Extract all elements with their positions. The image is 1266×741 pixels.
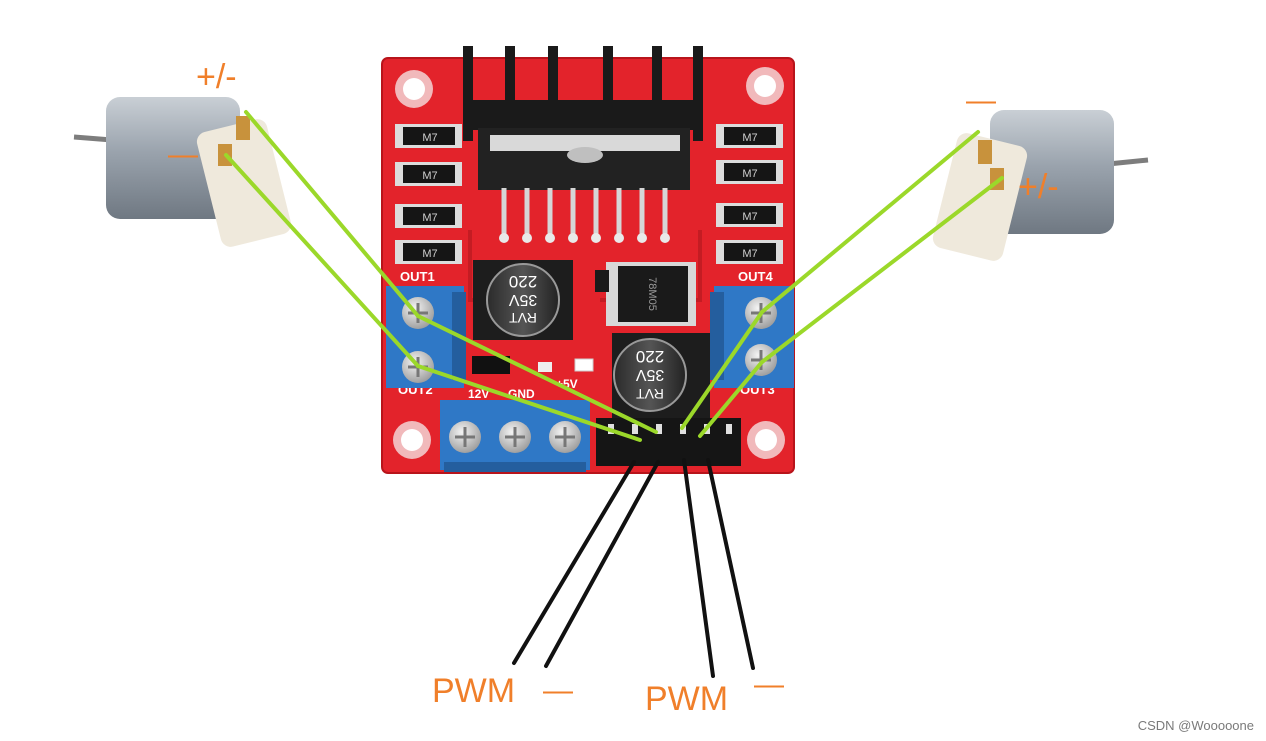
heatsink [463, 46, 703, 190]
control-header [596, 418, 741, 466]
diode-label: M7 [742, 132, 757, 144]
right-motor-bottom-pin-label: +/- [1018, 168, 1059, 206]
diode: M7 [716, 203, 783, 227]
diode-label: M7 [742, 248, 757, 260]
diode-label: M7 [422, 132, 437, 144]
diode-label: M7 [422, 212, 437, 224]
right-motor-top-pin-label: — [966, 84, 996, 117]
left-motor-top-pin-label: +/- [196, 58, 237, 96]
mounting-hole-bottom-left [393, 421, 431, 459]
motor-left [73, 97, 292, 247]
wire-right-motor-top [760, 130, 980, 314]
wire-gnd-b [706, 458, 755, 670]
diode: M7 [395, 204, 462, 228]
motor-body [106, 97, 240, 219]
voltage-regulator: 78M05 [595, 262, 696, 326]
motor-shaft [1107, 157, 1149, 167]
diode-label: M7 [422, 170, 437, 182]
wire-left-motor-bottom [224, 153, 420, 368]
bottom-label-pwm-b: PWM [645, 680, 729, 718]
diodes-right: M7 M7 M7 M7 [716, 124, 783, 264]
mounting-hole-top-right [746, 67, 784, 105]
capacitor-series: RVT [636, 386, 664, 402]
diode-label: M7 [422, 248, 437, 260]
motor-terminal [236, 116, 250, 140]
wire-out2-to-in [416, 364, 642, 442]
diode-label: M7 [742, 168, 757, 180]
wire-pwm-b [682, 458, 715, 678]
motor-terminal [978, 140, 992, 164]
diode: M7 [716, 160, 783, 184]
capacitor-value: 220 [509, 272, 537, 291]
motor-wires [224, 110, 1004, 442]
diode: M7 [395, 240, 462, 264]
bottom-label-gnd-b: — [754, 668, 784, 701]
l298n-chip-pins [501, 188, 668, 238]
wire-pwm-a [512, 460, 636, 665]
wire-out4-to-in [680, 310, 764, 430]
label-out1: OUT1 [400, 269, 435, 284]
jumper [472, 356, 510, 374]
power-terminal-block [440, 400, 590, 472]
control-wires [512, 458, 755, 678]
motor-shaft [73, 134, 113, 143]
bottom-label-pwm-a: PWM [432, 672, 516, 710]
diode: M7 [395, 162, 462, 186]
regulator-text: 78M05 [646, 277, 658, 311]
smd-part [538, 362, 552, 372]
diode: M7 [716, 124, 783, 148]
capacitor-value: 220 [636, 347, 664, 366]
capacitor-series: RVT [509, 310, 537, 326]
smd-part [574, 358, 594, 372]
capacitor-1: RVT 35V 220 [473, 260, 573, 340]
motor-body [990, 110, 1114, 234]
capacitor-voltage: 35V [635, 366, 664, 383]
diode: M7 [395, 124, 462, 148]
diode-label: M7 [742, 211, 757, 223]
wire-out1-to-in [416, 314, 658, 434]
label-12v: 12V [468, 387, 489, 401]
mounting-hole-bottom-right [747, 421, 785, 459]
terminal-block-left [386, 286, 466, 388]
wire-left-motor-top [244, 110, 420, 318]
capacitor-voltage: 35V [508, 291, 537, 308]
diodes-left: M7 M7 M7 M7 [395, 124, 462, 264]
left-motor-bottom-pin-label: — [168, 138, 198, 171]
wire-gnd-a [544, 460, 660, 668]
capacitor-2: RVT 35V 220 [612, 333, 710, 418]
diode: M7 [716, 240, 783, 264]
chip-pin-pads [499, 233, 670, 243]
bottom-label-gnd-a: — [543, 674, 573, 707]
watermark: CSDN @Wooooone [1137, 718, 1254, 733]
motor-right [932, 110, 1149, 261]
wire-out3-to-in [698, 360, 764, 438]
label-out4: OUT4 [738, 269, 773, 284]
l298n-board: M7 M7 M7 M7 M7 M7 M7 M7 OUT1 OUT4 OUT2 O… [381, 46, 795, 474]
mounting-hole-top-left [395, 70, 433, 108]
wire-right-motor-bottom [760, 176, 1004, 364]
